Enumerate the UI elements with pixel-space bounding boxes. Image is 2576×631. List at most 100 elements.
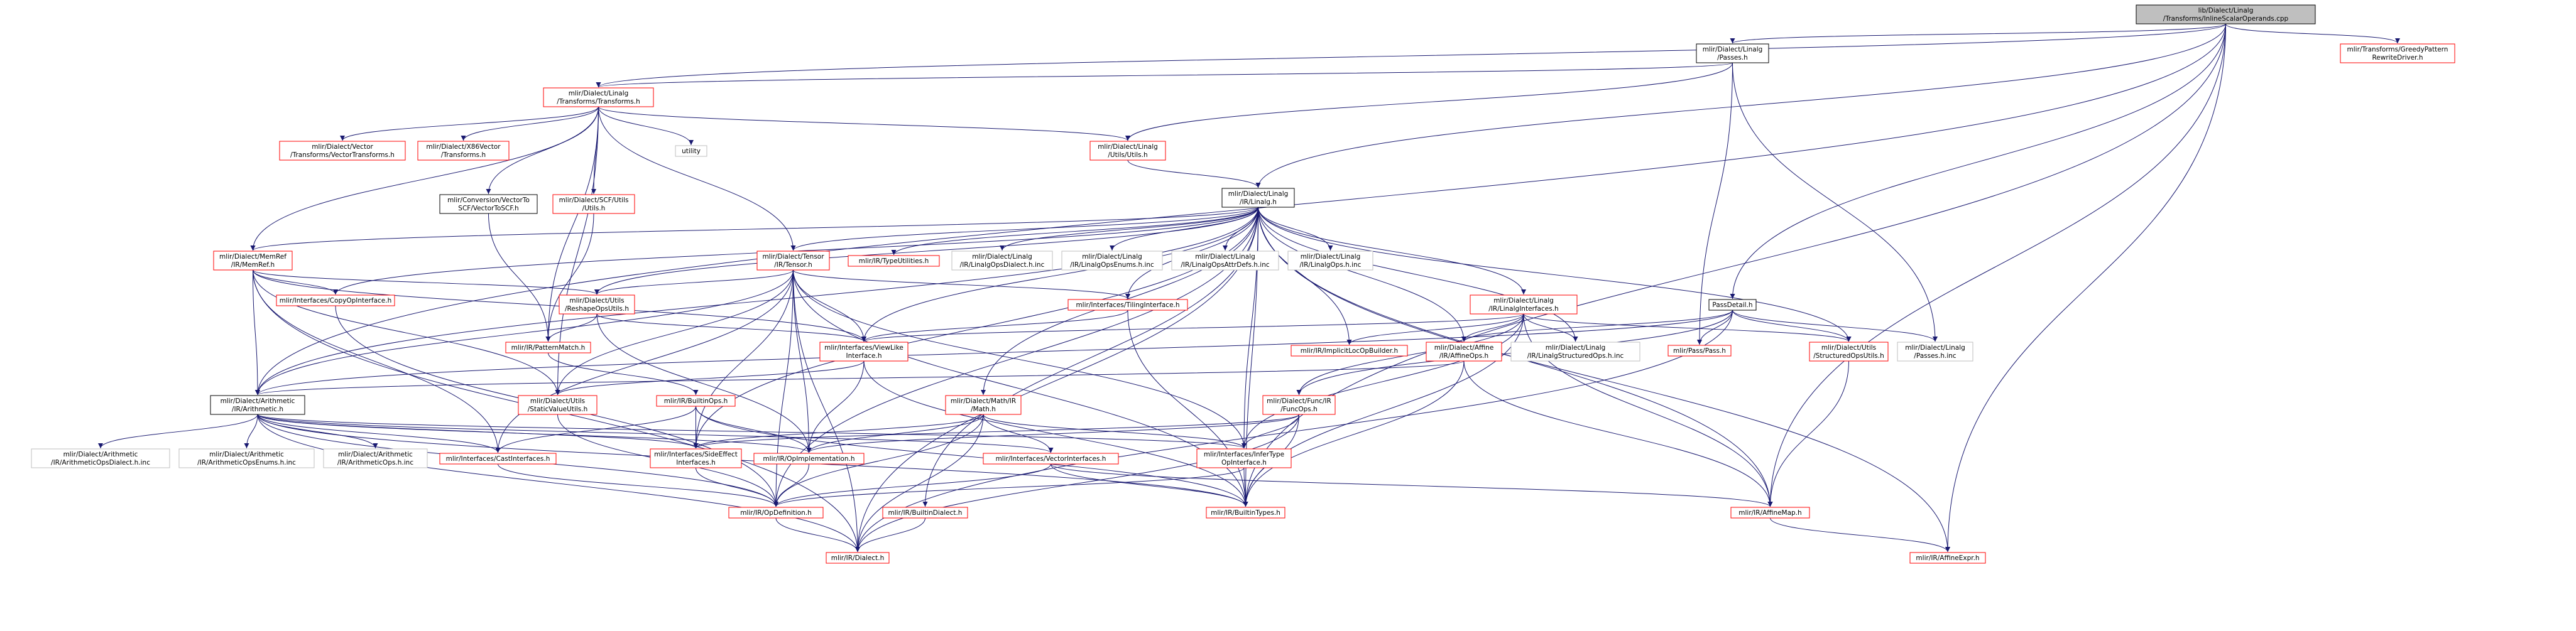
node-linalg-passes[interactable]: mlir/Dialect/Linalg/Passes.h [1696, 43, 1769, 63]
node-box [848, 255, 940, 267]
edge-linalg_transforms-to-memref [250, 106, 599, 251]
node-label-line: /IR/ArithmeticOps.h.inc [337, 459, 413, 467]
node-pass-detail[interactable]: PassDetail.h [1708, 299, 1757, 311]
edge-linalg_interfaces-to-linalg_structured_inc [1523, 313, 1578, 342]
edge-tensor-to-op_impl [793, 269, 812, 453]
node-box [826, 552, 890, 564]
node-scf-utils[interactable]: mlir/Dialect/SCF/Utils/Utils.h [552, 194, 635, 214]
node-implicit-loc[interactable]: mlir/IR/ImplicitLocOpBuilder.h [1291, 345, 1408, 357]
node-label-line: Interface.h [846, 352, 881, 360]
node-box [505, 342, 591, 353]
edge-memref-to-static_value [253, 269, 560, 396]
node-dialect-h[interactable]: mlir/IR/Dialect.h [826, 552, 890, 564]
edge-math-to-dialect_h [855, 414, 984, 553]
node-vector-transforms[interactable]: mlir/Dialect/Vector/Transforms/VectorTra… [279, 141, 406, 161]
edge-affine_map-to-affine_expr [1770, 517, 1950, 553]
node-box [1287, 251, 1373, 271]
node-label-line: /Math.h [971, 406, 996, 413]
edge-tensor-to-cast_interfaces [495, 269, 794, 453]
node-builtin-types[interactable]: mlir/IR/BuiltinTypes.h [1206, 507, 1285, 519]
edge-tiling_interface-to-builtin_types [1127, 310, 1248, 507]
edge-linalg_interfaces-to-infer_type [1242, 313, 1524, 449]
node-box [417, 141, 510, 161]
node-pass-h[interactable]: mlir/Pass/Pass.h [1667, 345, 1732, 357]
edge-view_like-to-static_value [555, 360, 865, 396]
edge-infer_type-to-op_definition [773, 467, 1245, 507]
edge-linalg_passes-to-linalg_transforms [596, 62, 1733, 88]
node-label-line: mlir/Interfaces/VectorInterfaces.h [996, 455, 1106, 463]
node-label-line: mlir/IR/Dialect.h [831, 554, 885, 562]
node-linalg-transforms[interactable]: mlir/Dialect/Linalg/Transforms/Transform… [543, 87, 654, 107]
node-affine-map[interactable]: mlir/IR/AffineMap.h [1730, 507, 1810, 519]
node-vector-to-scf[interactable]: mlir/Conversion/VectorToSCF/VectorToSCF.… [439, 194, 538, 214]
node-box [1171, 251, 1279, 271]
node-vector-interfaces[interactable]: mlir/Interfaces/VectorInterfaces.h [983, 453, 1119, 465]
edge-linalg_h-to-tensor [790, 207, 1258, 251]
node-memref[interactable]: mlir/Dialect/MemRef/IR/MemRef.h [213, 251, 293, 271]
node-box [1291, 345, 1408, 357]
node-builtin-ops[interactable]: mlir/IR/BuiltinOps.h [656, 395, 736, 407]
edge-root-to-greedy [2225, 23, 2400, 44]
node-op-impl[interactable]: mlir/IR/OpImplementation.h [753, 453, 865, 465]
node-copy-op[interactable]: mlir/Interfaces/CopyOpInterface.h [276, 294, 395, 306]
node-label-line: mlir/Conversion/VectorTo [447, 197, 530, 204]
node-cast-interfaces[interactable]: mlir/Interfaces/CastInterfaces.h [439, 453, 557, 465]
edge-linalg_transforms-to-vector_transforms [340, 106, 599, 141]
edge-func_ops-to-infer_type [1242, 414, 1299, 449]
node-root[interactable]: lib/Dialect/Linalg/Transforms/InlineScal… [2136, 4, 2316, 24]
node-x86vector[interactable]: mlir/Dialect/X86Vector/Transforms.h [417, 141, 510, 161]
node-arith[interactable]: mlir/Dialect/Arithmetic/IR/Arithmetic.h [210, 395, 305, 415]
edge-linalg_h-to-arith [255, 207, 1258, 396]
node-tiling-interface[interactable]: mlir/Interfaces/TilingInterface.h [1067, 299, 1188, 311]
edge-math-to-vector_interfaces [983, 414, 1054, 453]
node-label-line: /IR/Linalg.h [1240, 198, 1277, 206]
node-static-value[interactable]: mlir/Dialect/Utils/StaticValueUtils.h [518, 395, 598, 415]
node-greedy[interactable]: mlir/Transforms/GreedyPatternRewriteDriv… [2340, 43, 2455, 63]
edge-arith-to-vector_interfaces [257, 414, 1054, 453]
node-affine-expr[interactable]: mlir/IR/AffineExpr.h [1909, 552, 1986, 564]
edge-linalg_h-to-linalg_ops_enums [1110, 207, 1258, 251]
node-pattern-match[interactable]: mlir/IR/PatternMatch.h [505, 342, 591, 353]
node-label-line: mlir/Dialect/SCF/Utils [559, 197, 629, 204]
edge-linalg_passes-to-pass_h [1697, 62, 1733, 345]
edge-linalg_h-to-structured_utils [1258, 207, 1852, 342]
node-linalg-interfaces[interactable]: mlir/Dialect/Linalg/IR/LinalgInterfaces.… [1470, 294, 1578, 315]
node-linalg-utils[interactable]: mlir/Dialect/Linalg/Utils/Utils.h [1089, 141, 1166, 161]
node-label-line: mlir/Dialect/Linalg [1546, 344, 1606, 352]
node-reshape-utils[interactable]: mlir/Dialect/Utils/ReshapeOpsUtils.h [559, 294, 635, 315]
node-utility: utility [675, 145, 707, 157]
edge-linalg_h-to-view_like [861, 207, 1258, 342]
node-structured-utils[interactable]: mlir/Dialect/Utils/StructuredOpsUtils.h [1809, 342, 1889, 362]
node-tensor[interactable]: mlir/Dialect/Tensor/IR/Tensor.h [756, 251, 830, 271]
edge-root-to-linalg_passes [1730, 23, 2226, 44]
node-label-line: /Transforms/VectorTransforms.h [290, 151, 395, 159]
node-op-definition[interactable]: mlir/IR/OpDefinition.h [728, 507, 824, 519]
node-box [819, 342, 909, 362]
node-label-line: PassDetail.h [1712, 301, 1752, 309]
edge-structured_utils-to-affine_map [1767, 360, 1849, 507]
edge-linalg_interfaces-to-affine_ops [1461, 313, 1524, 342]
node-affine-ops[interactable]: mlir/Dialect/Affine/IR/AffineOps.h [1426, 342, 1502, 362]
node-builtin-dialect[interactable]: mlir/IR/BuiltinDialect.h [882, 507, 968, 519]
node-math[interactable]: mlir/Dialect/Math/IR/Math.h [945, 395, 1022, 415]
node-func-ops[interactable]: mlir/Dialect/Func/IR/FuncOps.h [1262, 395, 1336, 415]
edge-linalg_h-to-affine_ops [1258, 207, 1466, 342]
edge-linalg_interfaces-to-structured_utils [1523, 313, 1852, 342]
node-type-utilities[interactable]: mlir/IR/TypeUtilities.h [848, 255, 940, 267]
node-label-line: /IR/Arithmetic.h [232, 406, 283, 413]
node-box [650, 448, 742, 468]
node-box [178, 448, 315, 468]
edge-tensor-to-side_effect [693, 269, 794, 449]
node-box [1909, 552, 1986, 564]
node-box [882, 507, 968, 519]
node-box [756, 251, 830, 271]
edge-affine_ops-to-builtin_types [1243, 360, 1465, 507]
node-label-line: /Passes.h [1717, 54, 1748, 62]
edge-tensor-to-arith [255, 269, 794, 396]
edge-memref-to-cast_interfaces [253, 269, 501, 453]
node-label-line: mlir/IR/BuiltinOps.h [664, 397, 728, 405]
node-linalg-h[interactable]: mlir/Dialect/Linalg/IR/Linalg.h [1221, 188, 1295, 208]
